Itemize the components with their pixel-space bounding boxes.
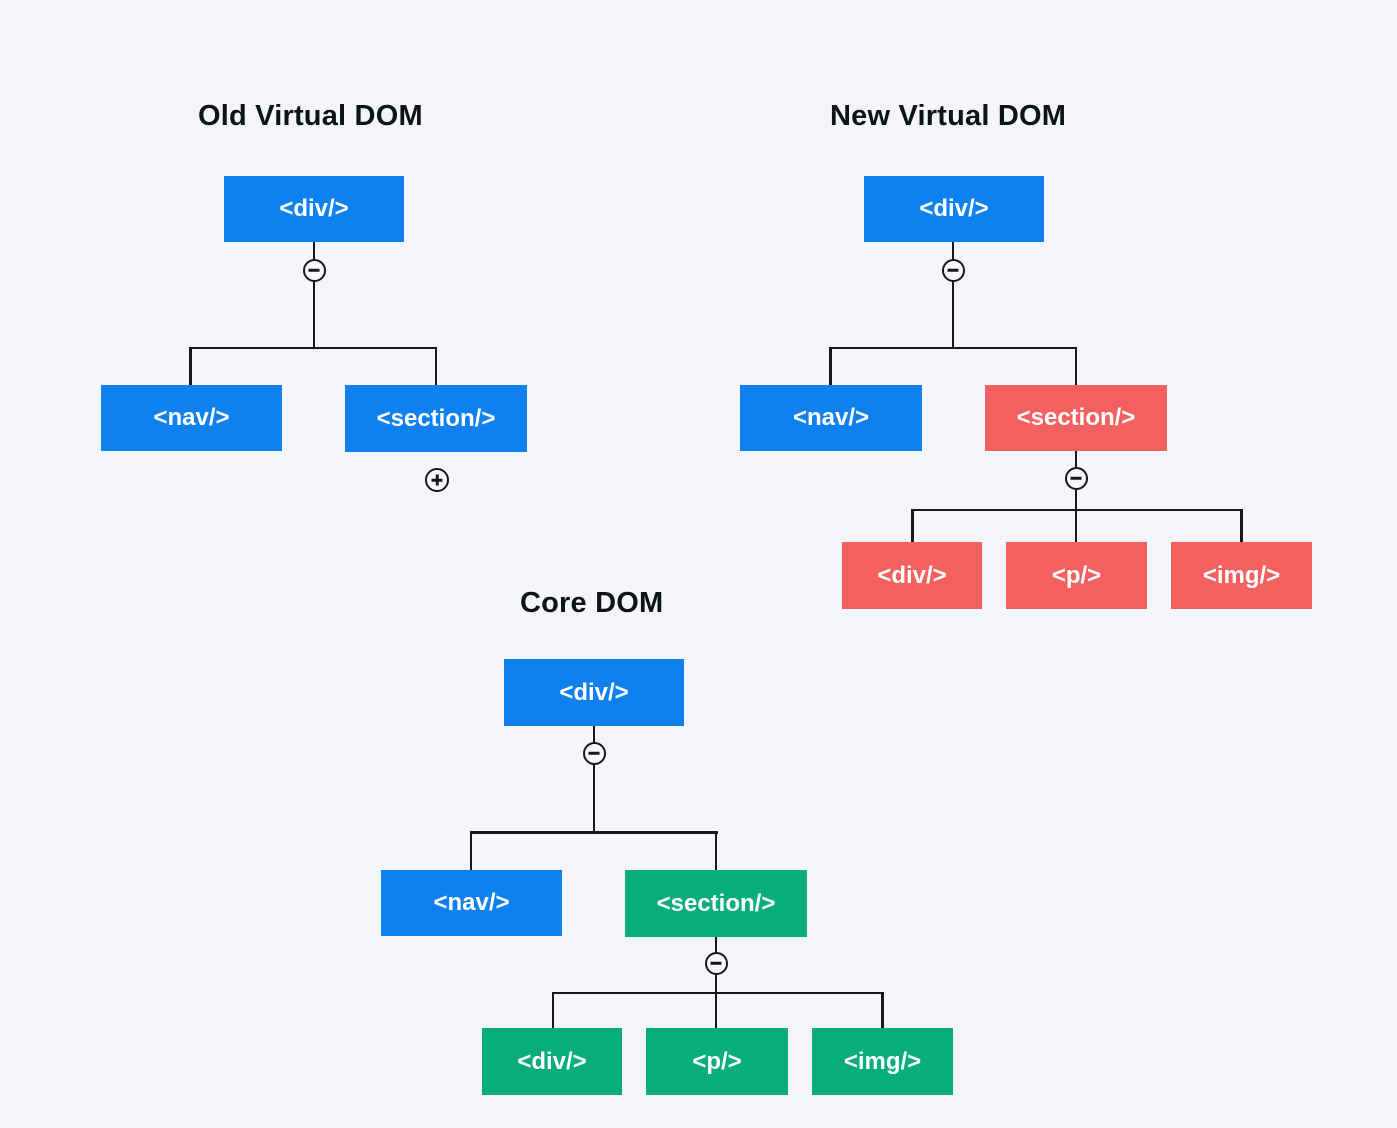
- tree-title-old-virtual-dom: Old Virtual DOM: [198, 100, 423, 132]
- core-root-div-node: <div/>: [504, 659, 684, 726]
- collapse-minus-icon: [1064, 466, 1088, 490]
- connector-line: [714, 831, 718, 872]
- connector-line: [189, 346, 438, 350]
- connector-line: [951, 242, 955, 348]
- connector-line: [434, 347, 438, 387]
- connector-line: [551, 991, 884, 995]
- new-section-node-changed: <section/>: [985, 385, 1167, 451]
- connector-line: [881, 992, 884, 1029]
- connector-line: [829, 346, 1078, 350]
- old-section-node: <section/>: [345, 385, 527, 452]
- connector-line: [1074, 509, 1078, 543]
- connector-line: [469, 831, 718, 834]
- connector-line: [312, 242, 316, 348]
- new-child-img-node: <img/>: [1171, 542, 1312, 609]
- core-section-node-updated: <section/>: [625, 870, 807, 937]
- core-child-img-node: <img/>: [812, 1028, 953, 1095]
- new-nav-node: <nav/>: [740, 385, 922, 451]
- core-child-p-node: <p/>: [646, 1028, 788, 1095]
- core-nav-node: <nav/>: [381, 870, 562, 936]
- collapse-minus-icon: [582, 741, 606, 765]
- new-root-div-node: <div/>: [864, 176, 1044, 242]
- old-root-div-node: <div/>: [224, 176, 404, 242]
- tree-title-core-dom: Core DOM: [520, 587, 664, 619]
- old-nav-node: <nav/>: [101, 385, 282, 451]
- core-child-div-node: <div/>: [482, 1028, 622, 1095]
- tree-title-new-virtual-dom: New Virtual DOM: [830, 100, 1067, 132]
- collapse-minus-icon: [302, 258, 326, 282]
- collapse-minus-icon: [704, 951, 728, 975]
- connector-line: [911, 509, 914, 543]
- connector-line: [592, 726, 596, 832]
- new-child-div-node: <div/>: [842, 542, 982, 609]
- connector-line: [911, 508, 1244, 512]
- connector-line: [714, 992, 718, 1029]
- collapse-minus-icon: [941, 258, 965, 282]
- connector-line: [829, 347, 832, 387]
- connector-line: [469, 831, 473, 872]
- expand-plus-icon: [425, 468, 449, 492]
- new-child-p-node: <p/>: [1006, 542, 1147, 609]
- connector-line: [551, 992, 555, 1029]
- connector-line: [1074, 347, 1078, 387]
- connector-line: [1240, 509, 1243, 543]
- connector-line: [189, 347, 192, 387]
